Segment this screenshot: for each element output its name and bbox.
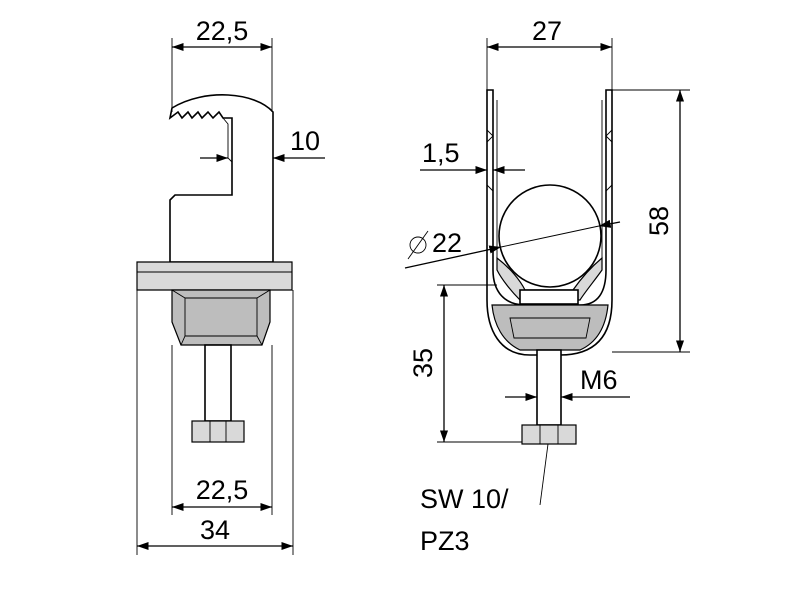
tool-size-label-line1: SW 10/ <box>420 484 509 514</box>
left-bolt-head <box>191 420 245 443</box>
left-base-plate <box>136 261 293 291</box>
right-top-width-label: 27 <box>532 16 562 46</box>
left-inner-width-label: 22,5 <box>196 475 249 505</box>
diameter-symbol <box>407 230 429 260</box>
right-nut-housing <box>491 304 609 351</box>
cable-circle <box>498 184 602 288</box>
left-bolt-shaft <box>204 344 232 422</box>
right-height-label: 58 <box>644 206 674 236</box>
left-top-width-label: 22,5 <box>196 16 249 46</box>
left-base-width-label: 34 <box>200 515 230 545</box>
right-bolt-shaft <box>536 349 562 426</box>
right-bolt-head <box>521 424 577 445</box>
right-front-view: 27 1,5 22 58 35 M6 SW 10/ PZ3 <box>404 16 690 556</box>
cable-diameter-label: 22 <box>432 228 462 258</box>
bolt-thread-label: M6 <box>580 365 618 395</box>
wall-thickness-label: 1,5 <box>422 138 460 168</box>
tool-size-label-line2: PZ3 <box>420 526 470 556</box>
left-hook-body <box>168 94 274 263</box>
right-nut <box>519 289 579 305</box>
left-slot-depth-label: 10 <box>290 126 320 156</box>
left-side-view: 22,5 10 22,5 34 <box>136 16 325 555</box>
left-slot-edge <box>222 117 233 163</box>
bolt-height-label: 35 <box>408 348 438 378</box>
